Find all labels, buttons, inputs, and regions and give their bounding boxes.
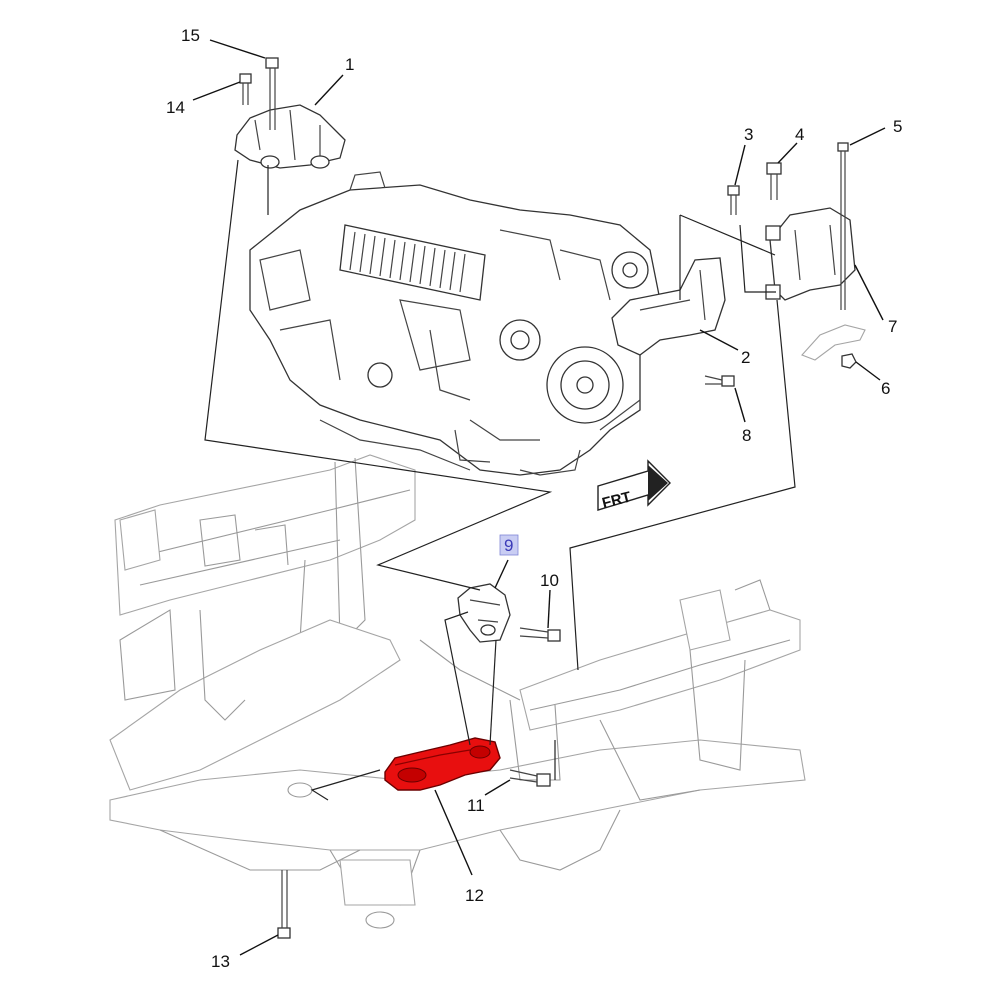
callout-labels: 15 14 1 3 4 5 7 2 6 8 9 10 11 12 13	[166, 26, 902, 971]
callout-6: 6	[881, 379, 890, 398]
callout-9-highlighted: 9	[499, 534, 519, 556]
bolt-13	[277, 870, 291, 939]
callout-15: 15	[181, 26, 200, 45]
bolt-14	[239, 73, 252, 105]
callout-2: 2	[741, 348, 750, 367]
callout-3: 3	[744, 125, 753, 144]
frt-label: FRT	[600, 489, 632, 513]
arrow-right-icon	[648, 465, 668, 501]
left-engine-mount-bracket	[234, 104, 346, 169]
bolt-8	[704, 375, 735, 387]
leader-lines	[192, 39, 886, 956]
assembly-lines	[204, 159, 796, 801]
callout-10: 10	[540, 571, 559, 590]
callout-9: 9	[504, 536, 513, 555]
engine-assembly	[249, 171, 661, 476]
vehicle-frame	[109, 454, 806, 929]
callout-5: 5	[893, 117, 902, 136]
right-engine-mount-bracket	[611, 257, 726, 356]
transmission-mount-bracket	[457, 583, 511, 643]
callout-8: 8	[742, 426, 751, 445]
nut-6	[841, 353, 857, 369]
bolt-3	[727, 185, 740, 215]
callout-14: 14	[166, 98, 185, 117]
bolt-4	[766, 162, 782, 200]
stud-5	[837, 142, 849, 310]
callout-11: 11	[467, 796, 485, 815]
front-direction-badge: FRT	[597, 459, 671, 513]
bolt-11	[509, 769, 551, 787]
bolt-15	[265, 57, 279, 130]
callout-7: 7	[888, 317, 897, 336]
callout-1: 1	[345, 55, 354, 74]
callout-13: 13	[211, 952, 230, 971]
engine-mount-strut-highlighted	[384, 737, 501, 791]
heat-shield	[801, 324, 866, 361]
right-engine-mount	[765, 207, 856, 301]
bolt-10	[519, 627, 561, 642]
callout-12: 12	[465, 886, 484, 905]
callout-4: 4	[795, 125, 804, 144]
